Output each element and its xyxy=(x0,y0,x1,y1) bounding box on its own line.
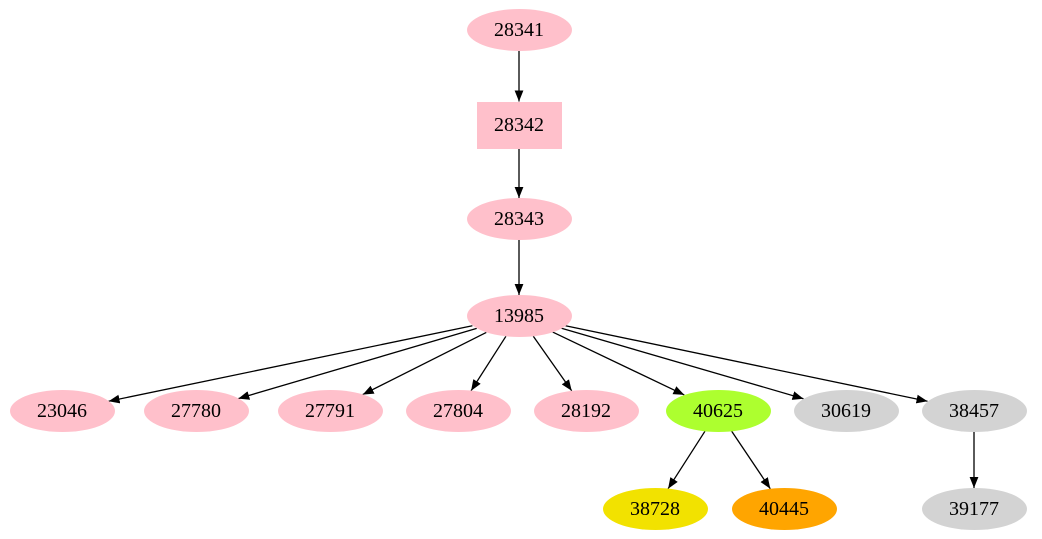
node-27791: 27791 xyxy=(277,390,383,432)
node-23046: 23046 xyxy=(9,390,115,432)
node-40445: 40445 xyxy=(731,488,837,530)
node-38457: 38457 xyxy=(921,390,1027,432)
node-28343: 28343 xyxy=(466,198,572,240)
node-27804: 27804 xyxy=(405,390,511,432)
node-28342: 28342 xyxy=(476,101,562,149)
node-39177: 39177 xyxy=(921,488,1027,530)
node-28192: 28192 xyxy=(533,390,639,432)
node-28341: 28341 xyxy=(466,9,572,51)
node-13985: 13985 xyxy=(466,295,572,337)
node-30619: 30619 xyxy=(793,390,899,432)
node-38728: 38728 xyxy=(602,488,708,530)
node-27780: 27780 xyxy=(143,390,249,432)
node-40625: 40625 xyxy=(665,390,771,432)
